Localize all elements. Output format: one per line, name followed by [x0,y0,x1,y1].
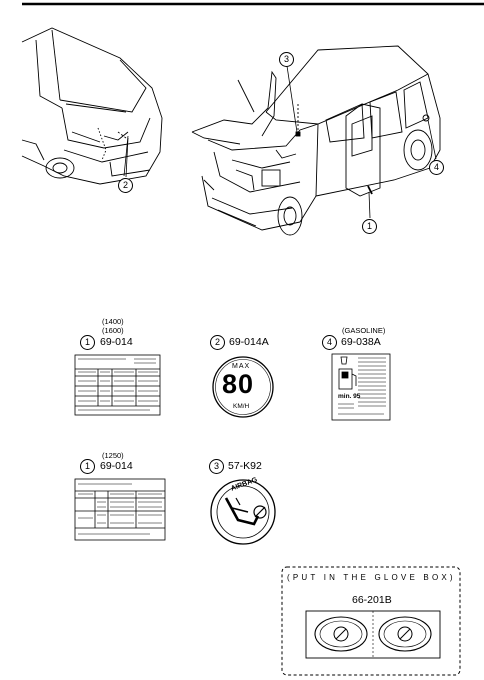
speed-max-text: MAX [232,363,251,370]
airbag-disc-artwork [210,479,276,545]
tire-a-part-number: 69-014 [100,336,133,348]
leader-fuel [427,119,437,160]
tire-label-artwork-b [74,478,166,541]
speed-callout: 2 [210,335,225,350]
car-rear-view [21,27,163,185]
leader-rear [125,137,129,178]
tire-a-note-1600: (1600) [102,326,124,335]
glove-part-number: 66-201B [352,594,392,606]
glove-box-region [281,566,461,676]
glove-labels-artwork [305,610,441,659]
callout-door-badge: 1 [362,219,377,234]
tire-a-note-1400: (1400) [102,317,124,326]
speed-value: 80 [222,369,255,399]
tire-b-callout: 1 [80,459,95,474]
callout-hood-badge: 3 [279,52,294,67]
speed-part-number: 69-014A [229,336,269,348]
fuel-part-number: 69-038A [341,336,381,348]
fuel-note-gasoline: (GASOLINE) [342,326,386,335]
fuel-min-octane: min. 95 [338,393,361,400]
airbag-part-number: 57-K92 [228,460,262,472]
tire-label-artwork-a [74,354,161,416]
tire-b-part-number: 69-014 [100,460,133,472]
leader-hood [286,65,298,133]
callout-fuel-badge: 4 [429,160,444,175]
speed-unit: KM/H [233,403,250,410]
speed-disc-artwork [212,356,274,418]
callout-rear-badge: 2 [118,178,133,193]
leader-door [368,191,371,219]
airbag-callout: 3 [209,459,224,474]
glove-box-instruction: (PUT IN THE GLOVE BOX) [287,573,456,582]
fuel-label-artwork [331,353,391,421]
tire-a-callout: 1 [80,335,95,350]
car-front-view [191,45,441,236]
fuel-callout: 4 [322,335,337,350]
tire-b-note-1250: (1250) [102,451,124,460]
